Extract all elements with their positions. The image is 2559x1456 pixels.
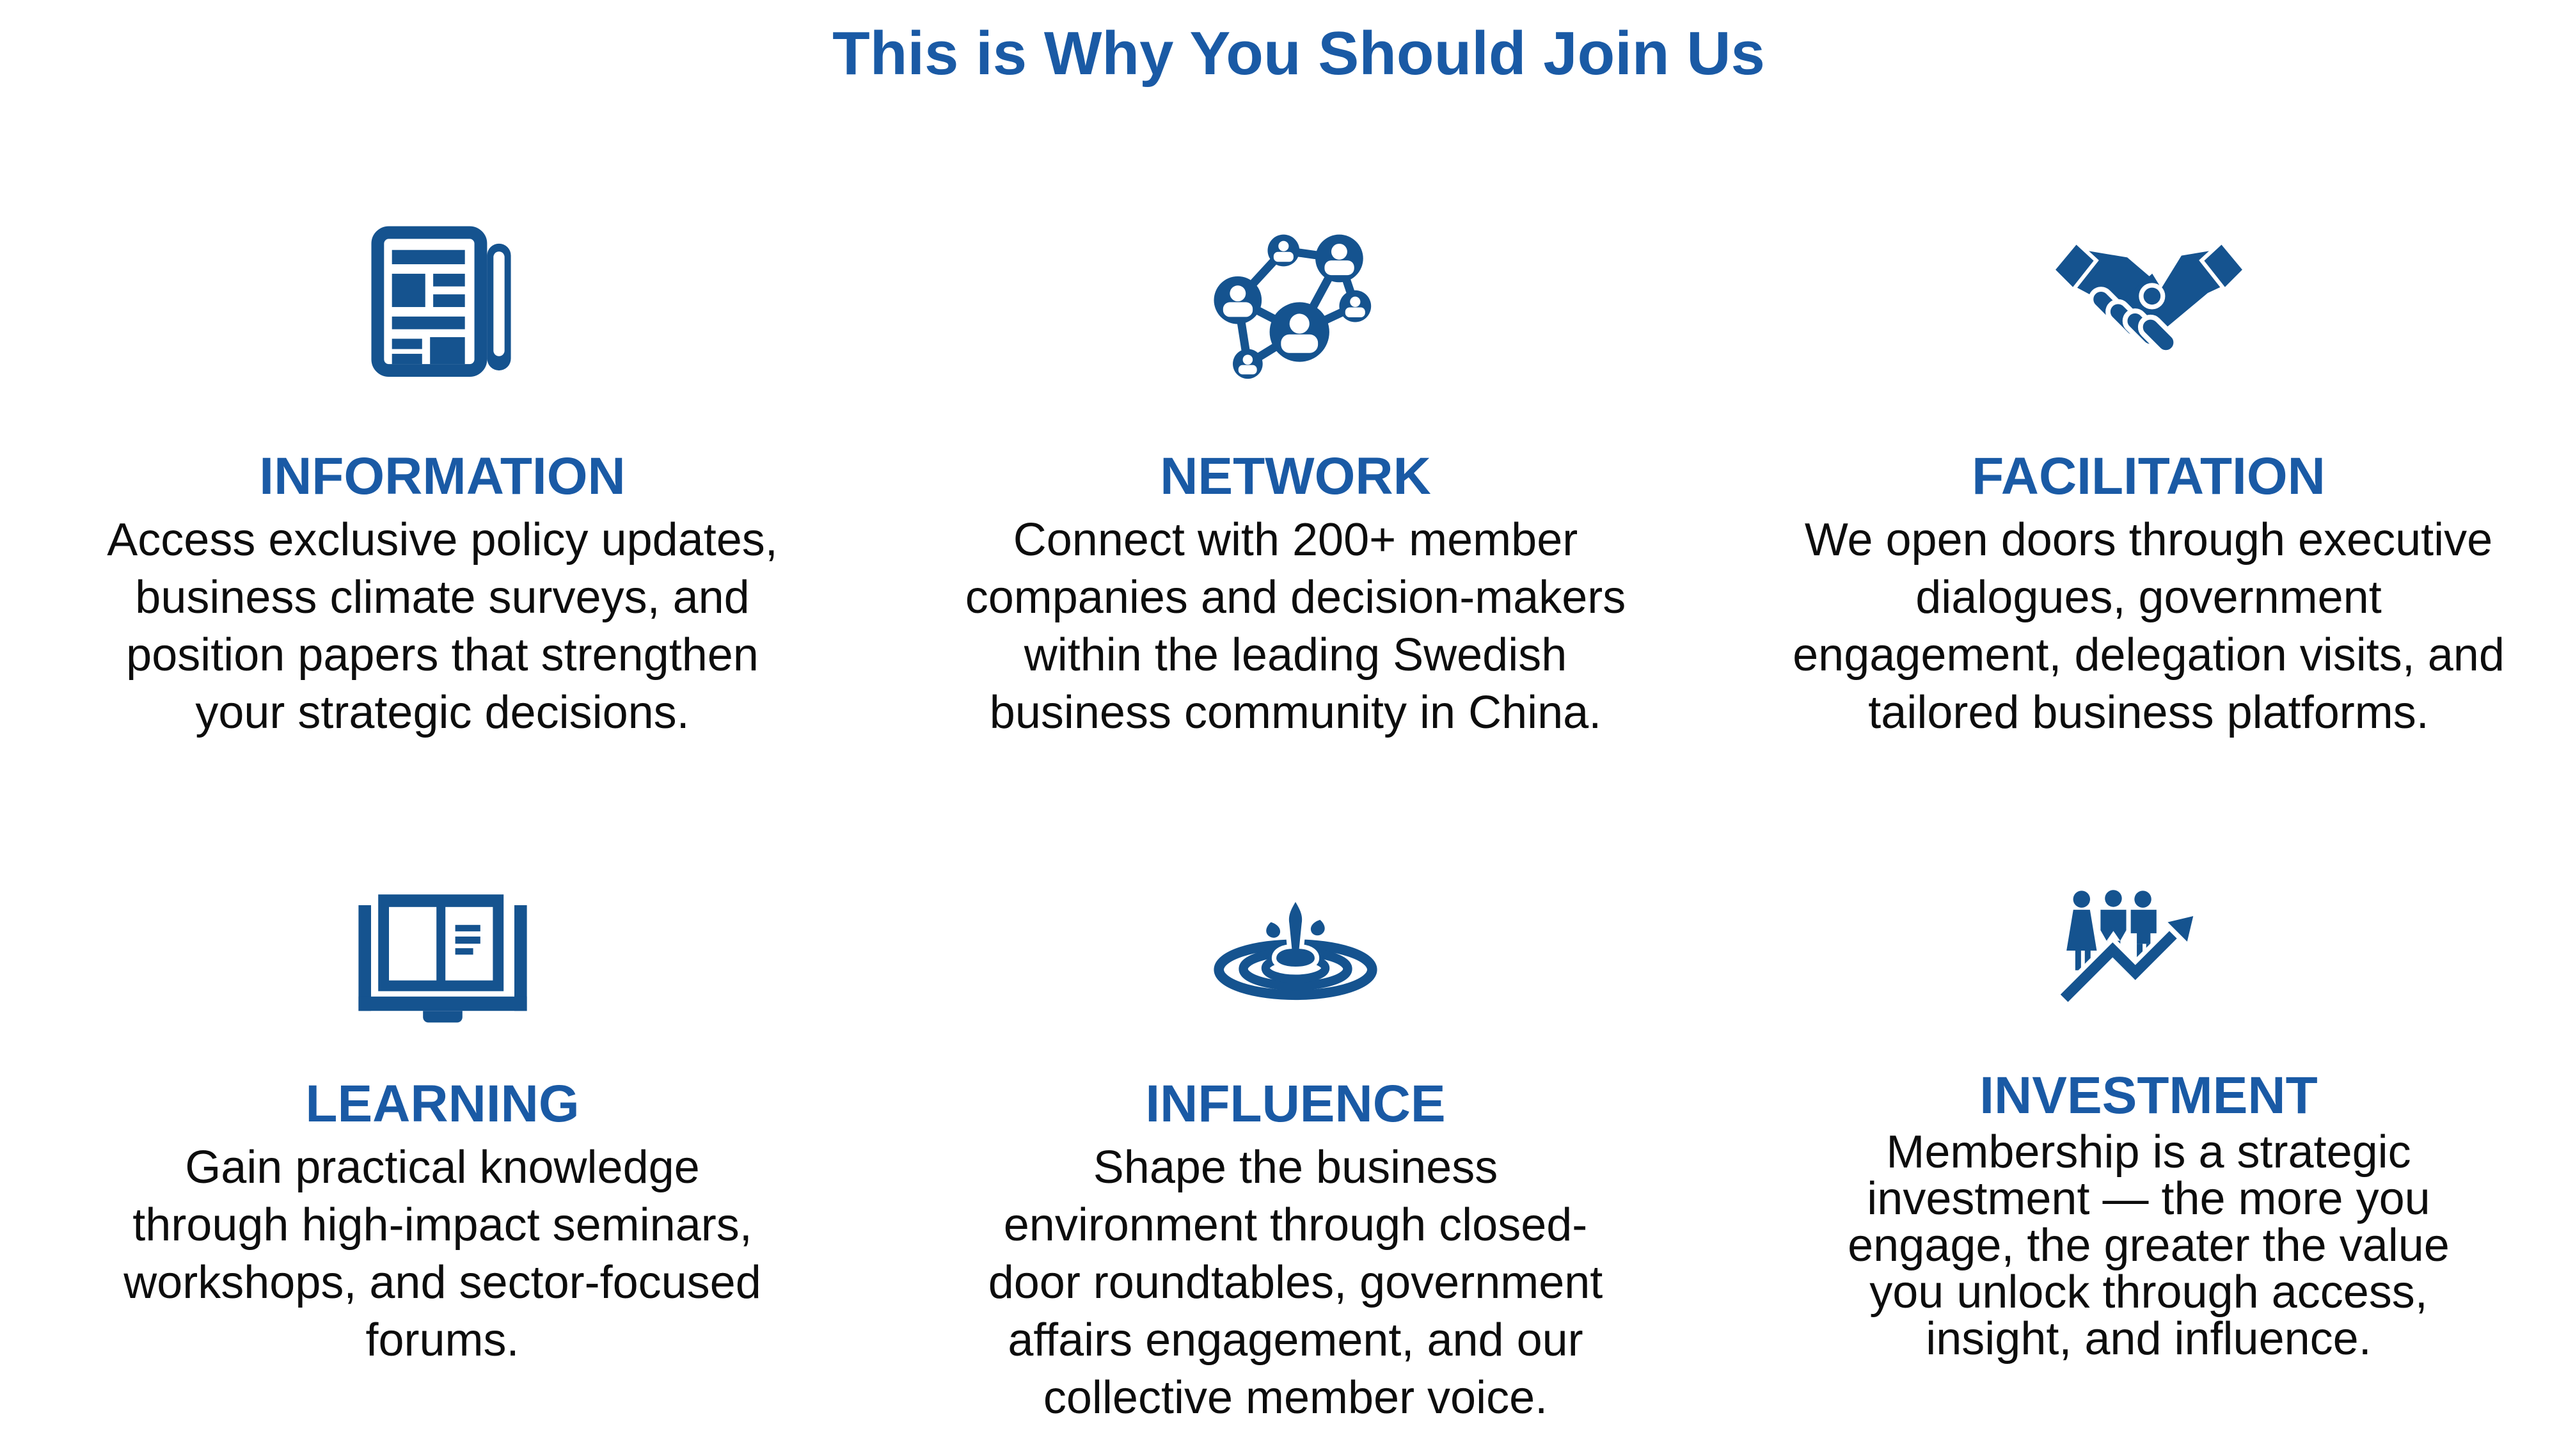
benefit-card-investment: INVESTMENT Membership is a strategic inv… [1722,877,2559,1427]
network-icon [1210,223,1381,386]
icon-box [1210,222,1381,386]
benefit-description: Membership is a strategic investment — t… [1733,1129,2559,1363]
benefit-description: Shape the business environment through c… [880,1139,1711,1427]
benefit-heading: LEARNING [305,1076,579,1132]
newspaper-icon [370,225,516,383]
benefits-grid: INFORMATION Access exclusive policy upda… [16,222,2559,1427]
handshake-icon [2047,226,2251,381]
icon-box [344,877,541,1041]
benefit-description: We open doors through executive dialogue… [1733,511,2559,741]
benefit-heading: INFLUENCE [1145,1076,1445,1132]
icon-box [2049,877,2249,1041]
icon-box [2047,222,2251,386]
benefit-card-learning: LEARNING Gain practical knowledge throug… [16,877,869,1427]
water-ripple-icon [1208,885,1383,1033]
benefit-heading: FACILITATION [1972,448,2325,505]
open-book-icon [344,887,541,1031]
benefit-description: Access exclusive policy updates, busines… [27,511,859,741]
benefit-card-facilitation: FACILITATION We open doors through execu… [1722,222,2559,741]
benefit-heading: INFORMATION [259,448,625,505]
benefit-heading: NETWORK [1160,448,1431,505]
page-title: This is Why You Should Join Us [19,17,2559,90]
benefit-description: Gain practical knowledge through high-im… [27,1139,859,1369]
icon-box [1208,877,1383,1041]
people-growth-arrow-icon [2049,880,2249,1038]
benefit-card-information: INFORMATION Access exclusive policy upda… [16,222,869,741]
benefit-heading: INVESTMENT [1979,1068,2317,1124]
benefit-card-network: NETWORK Connect with 200+ member compani… [869,222,1722,741]
benefit-card-influence: INFLUENCE Shape the business environment… [869,877,1722,1427]
icon-box [370,222,516,386]
benefit-description: Connect with 200+ member companies and d… [880,511,1711,741]
